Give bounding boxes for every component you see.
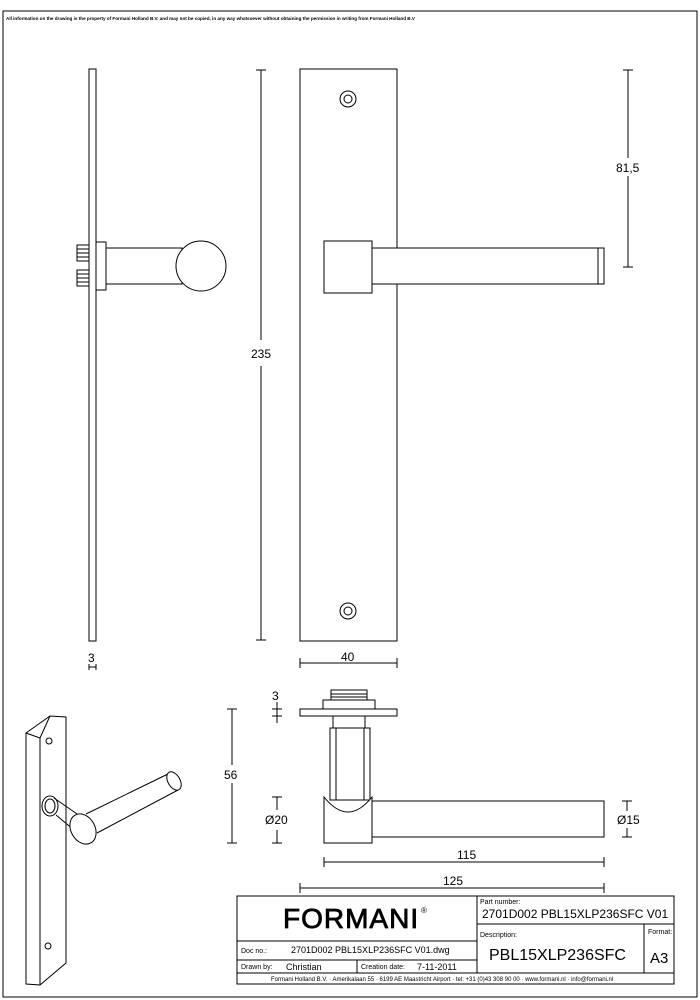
top-neck <box>329 727 371 801</box>
isometric-view <box>25 715 182 986</box>
doc-no-label: Doc no.: <box>241 948 267 955</box>
dim-line-rose-diameter <box>272 796 282 844</box>
format-label: Format: <box>648 929 672 936</box>
dim-line-lever-115 <box>323 857 605 867</box>
drawn-by-label: Drawn by: <box>241 964 273 971</box>
copyright-disclaimer: All information on the drawing is the pr… <box>6 16 415 21</box>
dim-lever-diameter: Ø15 <box>617 813 640 827</box>
top-view <box>299 689 605 844</box>
dim-depth: 56 <box>224 768 238 782</box>
brand-logo: FORMANI <box>283 903 419 934</box>
dim-line-depth <box>227 708 237 844</box>
dim-line-lever-diameter <box>622 800 632 838</box>
top-rosette <box>322 699 376 710</box>
drawn-by-value: Christian <box>286 962 322 972</box>
front-lever <box>371 247 605 285</box>
side-plate <box>88 68 97 642</box>
dim-line-height <box>256 69 266 641</box>
title-block <box>236 895 675 985</box>
description-value: PBL15XLP236SFC <box>489 947 626 964</box>
side-lever-neck <box>105 247 183 285</box>
dim-lever-length-inner: 115 <box>457 848 476 862</box>
top-lever <box>371 800 605 838</box>
iso-lever-hub <box>69 813 97 845</box>
dim-line-lever-125 <box>299 883 605 893</box>
top-hub <box>323 795 373 844</box>
sheet-border <box>2 10 698 998</box>
dim-line-rosette <box>272 702 282 723</box>
part-number-value: 2701D002 PBL15XLP236SFC V01 <box>482 907 668 921</box>
description-label: Description: <box>480 932 517 939</box>
screw-hole-bottom-inner <box>343 606 353 616</box>
side-view <box>76 68 227 670</box>
screw-hole-top <box>339 90 357 108</box>
dim-lever-length-total: 125 <box>443 874 463 888</box>
front-rose <box>323 240 373 294</box>
dim-line-plate-width <box>299 658 398 668</box>
screw-hole-bottom <box>339 602 357 620</box>
registered-mark: ® <box>421 906 427 915</box>
side-lever-end <box>175 240 227 292</box>
creation-date-value: 7-11-2011 <box>417 962 457 972</box>
dim-top-to-lever: 81,5 <box>616 161 640 175</box>
top-spindle-cap <box>330 689 368 701</box>
front-plate <box>299 68 398 642</box>
dim-rose-diameter: Ø20 <box>265 813 288 827</box>
dim-rosette-thickness: 3 <box>272 689 279 703</box>
dim-line-top-lever <box>623 69 633 268</box>
dim-plate-width: 40 <box>341 650 355 664</box>
screw-hole-top-inner <box>343 94 353 104</box>
iso-rose <box>41 795 59 817</box>
creation-date-label: Creation date: <box>361 964 405 971</box>
front-view <box>299 68 605 642</box>
iso-lever-end <box>166 771 182 791</box>
doc-no-value: 2701D002 PBL15XLP236SFC V01.dwg <box>291 945 450 955</box>
dim-total-height: 235 <box>251 347 271 361</box>
dim-plate-thickness: 3 <box>88 651 95 665</box>
format-value: A3 <box>650 950 668 967</box>
iso-plate <box>25 715 67 986</box>
iso-screw-bottom <box>44 942 52 950</box>
top-plate <box>299 708 398 717</box>
iso-screw-top <box>45 737 53 745</box>
footer-contact: Formani Holland B.V. · Amerikalaan 55 · … <box>271 977 613 983</box>
side-rose <box>95 241 107 291</box>
part-number-label: Part number: <box>480 899 521 906</box>
